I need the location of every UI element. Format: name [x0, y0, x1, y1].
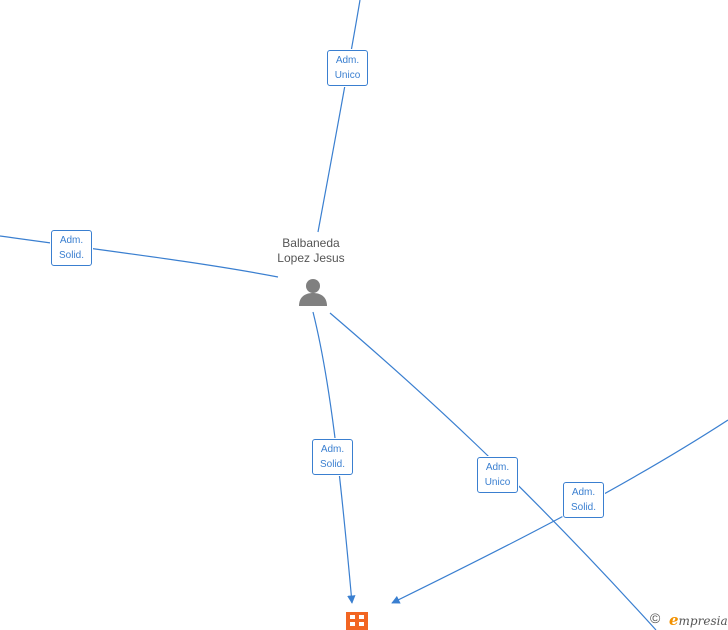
edge-person-company — [312, 311, 356, 604]
edge-label-adm-solid[interactable]: Adm. Solid. — [51, 230, 92, 266]
edge-label-type: Unico — [484, 477, 511, 488]
edge-label-role: Adm. — [320, 444, 345, 455]
edge-label-type: Unico — [334, 70, 361, 81]
edge-label-role: Adm. — [59, 235, 84, 246]
edge-label-type: Solid. — [570, 502, 596, 513]
edge-label-type: Solid. — [58, 250, 84, 261]
edge-label-adm-unico[interactable]: Adm. Unico — [327, 50, 368, 86]
edge-label-adm-solid[interactable]: Adm. Solid. — [312, 439, 353, 475]
copyright-symbol: © — [650, 610, 661, 626]
empresia-logo[interactable]: empresia — [669, 611, 728, 629]
person-name[interactable]: Balbaneda Lopez Jesus — [260, 236, 362, 266]
edge-person-bottom-right — [329, 312, 657, 630]
edge-top — [317, 0, 361, 233]
edge-label-role: Adm. — [485, 462, 510, 473]
empresia-logo-text: mpresia — [678, 614, 728, 628]
edge-left — [0, 235, 279, 278]
edge-label-type: Solid. — [319, 459, 345, 470]
edge-label-role: Adm. — [571, 487, 596, 498]
edge-label-adm-solid[interactable]: Adm. Solid. — [563, 482, 604, 518]
person-name-line1: Balbaneda — [282, 236, 340, 250]
person-icon[interactable] — [298, 278, 328, 306]
edge-right-company — [391, 419, 728, 604]
edge-label-adm-unico[interactable]: Adm. Unico — [477, 457, 518, 493]
building-icon[interactable] — [346, 612, 368, 630]
edge-label-role: Adm. — [335, 55, 360, 66]
empresia-logo-initial: e — [669, 611, 679, 629]
person-name-line2: Lopez Jesus — [277, 251, 345, 265]
